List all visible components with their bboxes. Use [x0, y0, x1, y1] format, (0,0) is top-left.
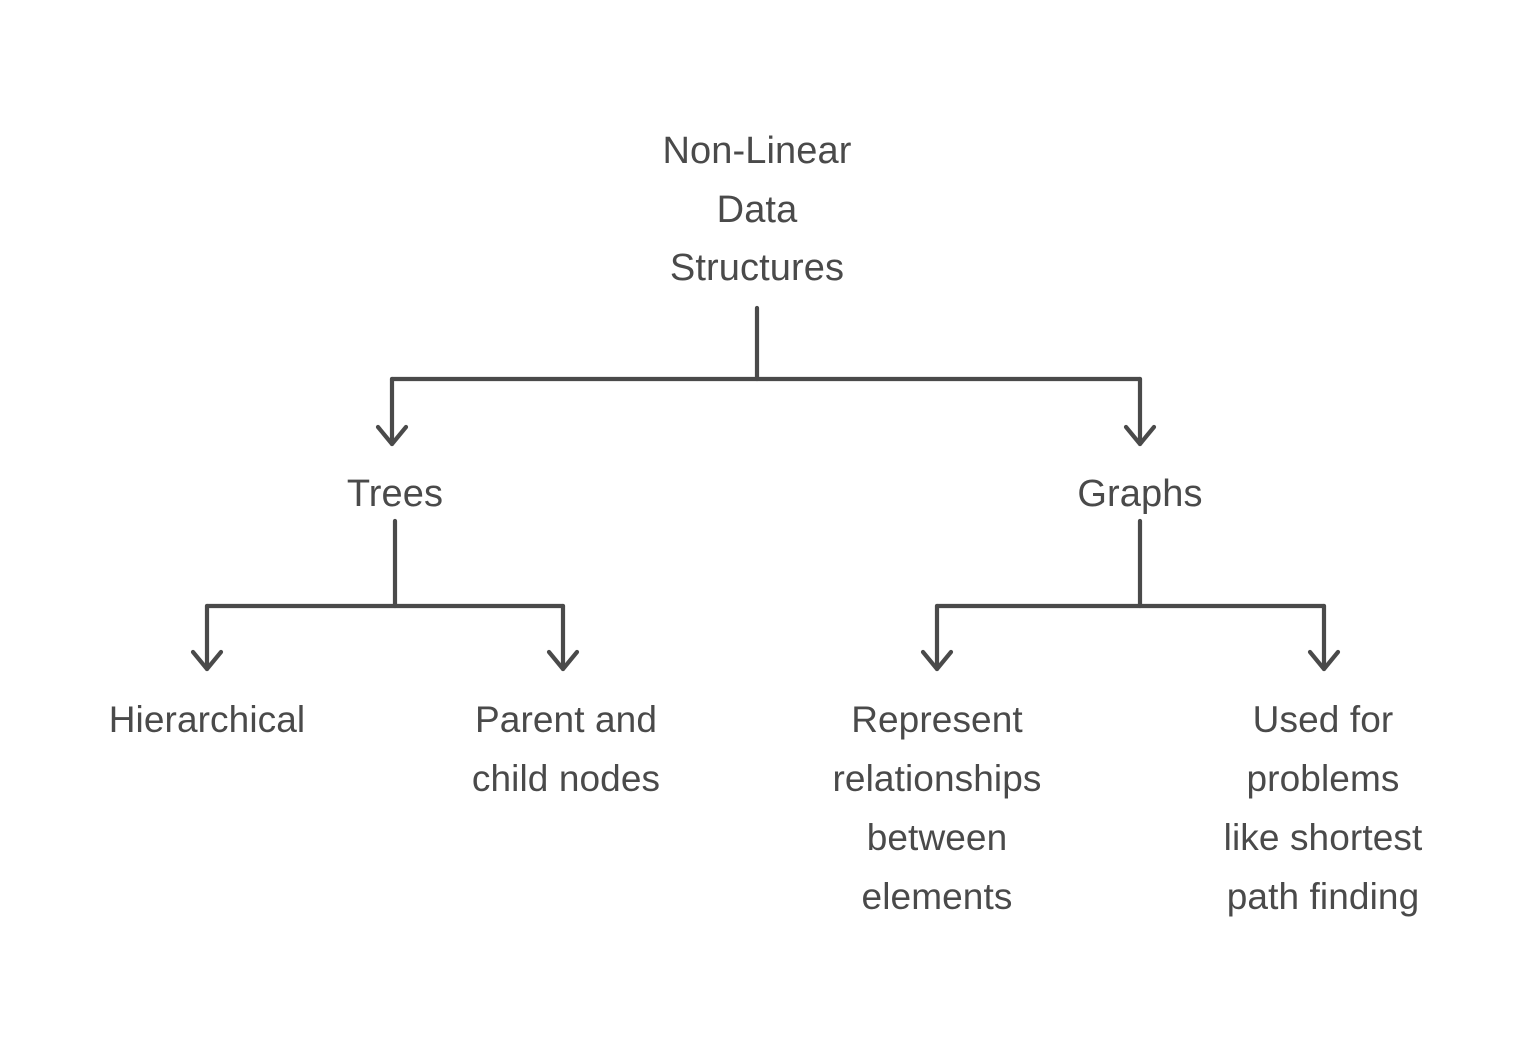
node-leaf-hierarchical: Hierarchical — [108, 699, 306, 740]
arrowhead-root-to-graphs — [1123, 424, 1157, 447]
node-branch-trees: Trees — [346, 473, 444, 515]
arrowhead-trees-to-parentchild — [546, 649, 580, 672]
node-leaf-represent-relationships-between-elements: Represent relationships between elements — [832, 699, 1042, 917]
node-root-non-linear-data-structures: Non-Linear Data Structures — [662, 130, 852, 289]
arrowhead-graphs-to-usedfor — [1307, 649, 1341, 672]
node-leaf-parent-and-child-nodes: Parent and child nodes — [471, 699, 661, 799]
arrowhead-root-to-trees — [375, 424, 409, 447]
arrowhead-trees-to-hierarchical — [190, 649, 224, 672]
node-branch-graphs: Graphs — [1077, 473, 1203, 515]
arrowhead-graphs-to-represent — [920, 649, 954, 672]
node-leaf-used-for-problems-like-shortest-path-finding: Used for problems like shortest path fin… — [1223, 699, 1423, 917]
